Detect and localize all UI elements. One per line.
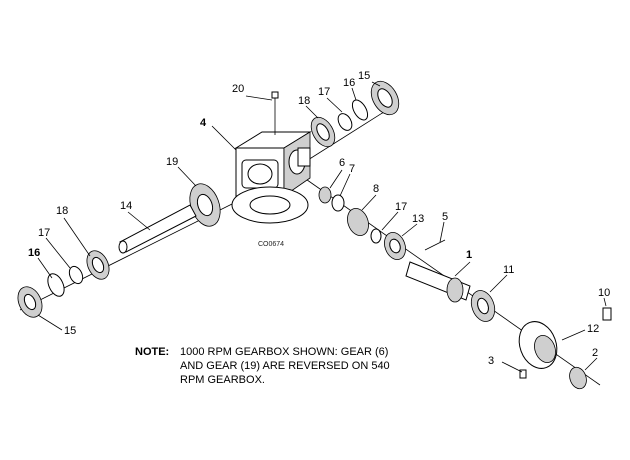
callout-5: 5 — [442, 211, 448, 223]
callout-17-lower: 17 — [395, 201, 407, 213]
callout-20: 20 — [232, 83, 244, 95]
callout-17-left: 17 — [38, 227, 50, 239]
callout-16-upper: 16 — [343, 77, 355, 89]
left-bearing-stack — [17, 250, 110, 318]
callout-18-upper: 18 — [298, 95, 310, 107]
callout-4: 4 — [200, 117, 207, 129]
callout-15-upper: 15 — [358, 70, 370, 82]
callout-1: 1 — [466, 249, 472, 261]
breather-plug — [271, 91, 279, 135]
note-line-2: AND GEAR (19) ARE REVERSED ON 540 — [180, 360, 390, 372]
callout-19: 19 — [166, 156, 178, 168]
note-line-1: 1000 RPM GEARBOX SHOWN: GEAR (6) — [180, 346, 388, 358]
callout-8: 8 — [373, 183, 379, 195]
leader-lines — [37, 81, 607, 373]
note-line-3: RPM GEARBOX. — [180, 374, 265, 386]
callout-labels: 20 4 18 17 16 15 19 14 18 17 16 15 6 7 8… — [28, 70, 610, 367]
upper-bearing-stack — [310, 80, 400, 148]
callout-7: 7 — [349, 163, 355, 175]
bevel-gear-19 — [189, 183, 221, 227]
callout-6-upper: 6 — [339, 157, 345, 169]
callout-12: 12 — [587, 323, 599, 335]
callout-3: 3 — [488, 355, 494, 367]
callout-15-left: 15 — [64, 325, 76, 337]
gearbox-housing — [231, 131, 312, 224]
callout-18-left: 18 — [56, 205, 68, 217]
output-assembly — [318, 186, 612, 390]
drawing-code: CO0674 — [258, 241, 284, 248]
callout-11: 11 — [503, 264, 514, 276]
note-label: NOTE: — [135, 346, 169, 358]
callout-14: 14 — [120, 200, 132, 212]
callout-13: 13 — [412, 213, 424, 225]
callout-2: 2 — [592, 347, 598, 359]
callout-10: 10 — [598, 287, 610, 299]
note-block: NOTE: 1000 RPM GEARBOX SHOWN: GEAR (6) A… — [135, 346, 390, 386]
input-shaft-14 — [118, 204, 197, 254]
callout-16-left: 16 — [28, 247, 40, 259]
callout-17-upper: 17 — [318, 86, 330, 98]
